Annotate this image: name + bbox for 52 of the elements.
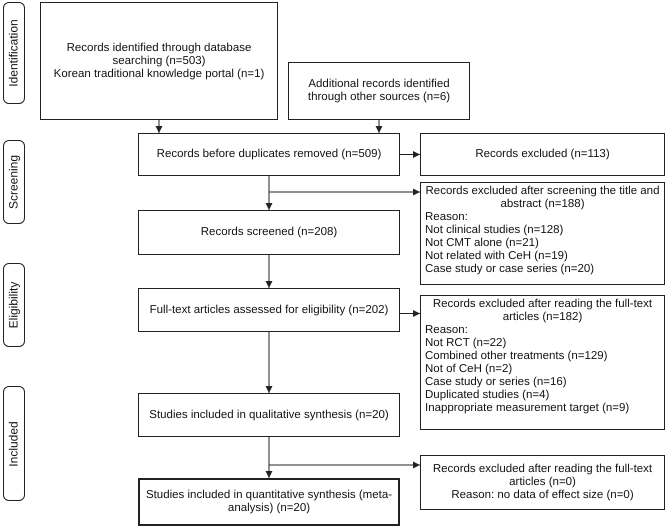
- process-box: [138, 210, 400, 255]
- arrow: [266, 176, 272, 210]
- process-box: [138, 393, 400, 437]
- box-heading: Records excluded (n=113): [474, 148, 611, 161]
- box-heading: Full-text articles assessed for eligibility (n=202): [148, 304, 390, 316]
- stage-label: Identification: [8, 19, 20, 87]
- box-heading: Studies included in quantitative synthesis (meta-analysis) (n=20): [144, 489, 394, 515]
- process-box: [288, 62, 470, 120]
- box-heading: Records before duplicates removed (n=509): [156, 148, 382, 161]
- box-heading: Records excluded after screening the title and abstract (n=188): [425, 185, 660, 211]
- process-box: [138, 478, 400, 526]
- box-text: Korean traditional knowledge portal (n=1): [52, 68, 266, 80]
- stage-label-box: [3, 263, 25, 347]
- box-text: Case study or case series (n=20): [425, 263, 596, 276]
- box-text: Not clinical studies (n=128): [425, 224, 564, 237]
- box-text: Combined other treatments (n=129): [425, 350, 609, 363]
- process-box: [138, 133, 400, 176]
- process-box: [420, 182, 665, 285]
- box-text: Not related with CeH (n=19): [425, 250, 569, 263]
- stage-label: Included: [8, 420, 20, 466]
- stage-label: Screening: [8, 154, 20, 210]
- arrow: [400, 310, 420, 317]
- stage-label: Eligibility: [8, 282, 20, 328]
- arrow: [266, 436, 272, 478]
- process-box: [420, 295, 665, 430]
- box-text: Not CMT alone (n=21): [425, 237, 540, 250]
- stage-label-box: [3, 386, 25, 501]
- process-box: [40, 2, 278, 120]
- box-text: Reason:: [425, 324, 469, 337]
- process-box: [138, 288, 400, 332]
- stage-label-box: [3, 140, 25, 224]
- box-text: Reason: no data of effect size (n=0): [450, 489, 635, 502]
- process-box: [420, 455, 665, 510]
- process-box: [420, 133, 665, 176]
- box-text: Case study or series (n=16): [425, 376, 568, 389]
- arrow: [266, 254, 272, 288]
- arrow: [376, 120, 382, 134]
- box-text: Duplicated studies (n=4): [425, 389, 550, 402]
- box-text: Not RCT (n=22): [425, 337, 508, 350]
- stage-label-box: [3, 2, 25, 104]
- box-text: Inappropriate measurement target (n=9): [425, 402, 630, 415]
- box-heading: Records excluded after reading the full-text articles (n=182): [432, 298, 654, 324]
- box-text: Not of CeH (n=2): [425, 363, 514, 376]
- box-heading: Studies included in qualitative synthesis (n=20): [148, 408, 390, 422]
- box-heading: Additional records identified through other sources (n=6): [306, 78, 452, 104]
- arrow: [156, 120, 162, 134]
- arrow: [400, 151, 420, 158]
- box-heading: Records screened (n=208): [200, 226, 338, 239]
- box-heading: Records identified through database searching (n=503): [66, 42, 252, 68]
- arrow: [266, 332, 272, 394]
- box-text: Reason:: [425, 211, 469, 224]
- box-heading: Records excluded after reading the full-text articles (n=0): [432, 463, 654, 489]
